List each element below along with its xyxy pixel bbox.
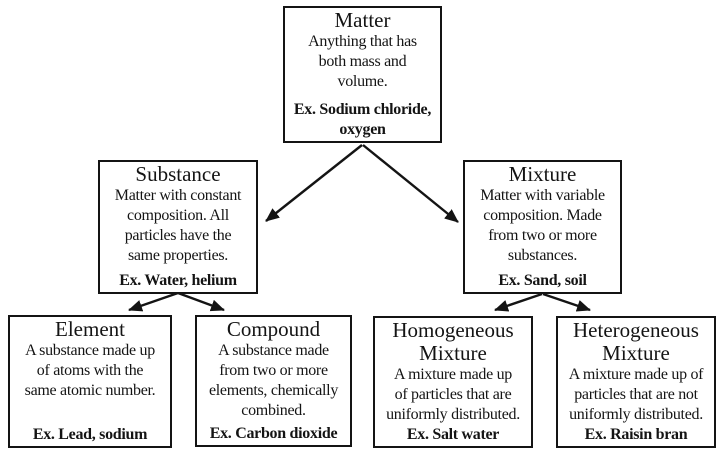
node-homogeneous-mixture: Homogeneous Mixture A mixture made up of… [373,316,533,448]
node-substance: Substance Matter with constant compositi… [98,160,258,294]
mixture-title: Mixture [508,162,577,186]
heterogeneous-mixture-body: A mixture made up of particles that are … [568,366,704,423]
substance-example: Ex. Water, helium [119,272,237,289]
edge-mixture-homogeneous-arrow [494,292,543,312]
element-title: Element [55,317,125,341]
matter-body: Anything that has both mass and volume. [308,33,417,90]
element-body: A substance made up of atoms with the sa… [24,342,156,399]
edge-matter-substance-arrow [265,144,363,222]
heterogeneous-mixture-example: Ex. Raisin bran [584,426,688,443]
mixture-body: Matter with variable composition. Made f… [480,187,605,264]
node-heterogeneous-mixture: Heterogeneous Mixture A mixture made up … [556,316,716,448]
homogeneous-mixture-title: Homogeneous Mixture [392,318,514,365]
substance-body: Matter with constant composition. All pa… [114,187,242,264]
compound-body: A substance made from two or more elemen… [208,342,339,419]
node-matter: Matter Anything that has both mass and v… [283,6,442,143]
compound-title: Compound [226,317,321,341]
edge-substance-compound-arrow [177,291,225,312]
node-element: Element A substance made up of atoms wit… [8,315,172,448]
compound-example: Ex. Carbon dioxide [209,425,338,442]
mixture-example: Ex. Sand, soil [498,272,587,289]
substance-title: Substance [135,162,221,186]
edge-matter-mixture-arrow [362,144,459,223]
matter-title: Matter [334,8,391,32]
heterogeneous-mixture-title: Heterogeneous Mixture [573,318,699,365]
matter-example: Ex. Sodium chloride, oxygen [293,101,432,138]
homogeneous-mixture-example: Ex. Salt water [406,426,500,443]
edge-substance-element-arrow [128,291,179,312]
homogeneous-mixture-body: A mixture made up of particles that are … [386,366,520,423]
edge-mixture-heterogeneous-arrow [542,292,591,312]
node-mixture: Mixture Matter with variable composition… [463,160,622,294]
element-example: Ex. Lead, sodium [32,426,148,443]
node-compound: Compound A substance made from two or mo… [195,315,352,447]
